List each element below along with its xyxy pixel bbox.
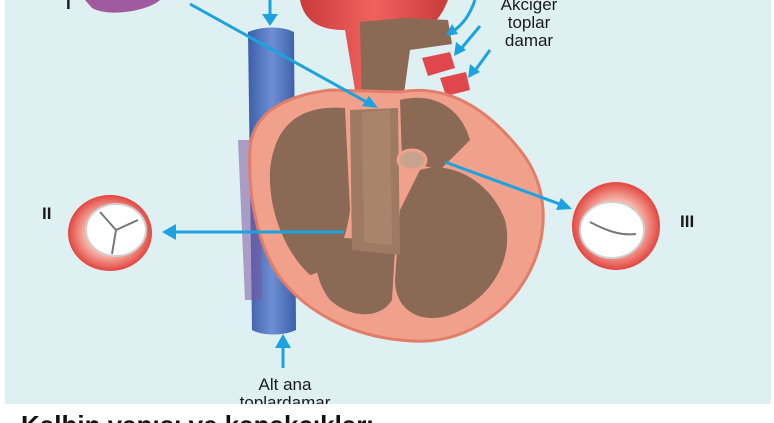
arrow-pv-1: [460, 26, 480, 50]
valve-ii-illustration: [68, 195, 152, 271]
label-ii: II: [42, 204, 51, 224]
arrowhead-ii: [162, 224, 176, 240]
cut-off-caption-text: Kalbin yapısı ve kapakçıkları: [21, 410, 374, 423]
pulmonary-artery-stub: [85, 0, 160, 13]
label-i: I: [66, 0, 71, 14]
label-pulmonary-vein: Akciğer toplar damar: [484, 0, 574, 50]
septum-highlight: [362, 110, 392, 245]
arrowhead-bottom: [275, 334, 291, 348]
pulmonary-vein-1: [422, 52, 455, 76]
arrow-pv-curve: [452, 0, 475, 32]
inner-valve: [398, 150, 426, 170]
label-iii: III: [680, 212, 694, 232]
arrow-pv-2: [474, 50, 490, 72]
arrowhead-top: [262, 14, 278, 26]
cut-off-caption: Kalbin yapısı ve kapakçıkları: [5, 404, 771, 423]
valve-iii-illustration: [572, 182, 660, 270]
pulmonary-vein-2: [440, 72, 470, 96]
